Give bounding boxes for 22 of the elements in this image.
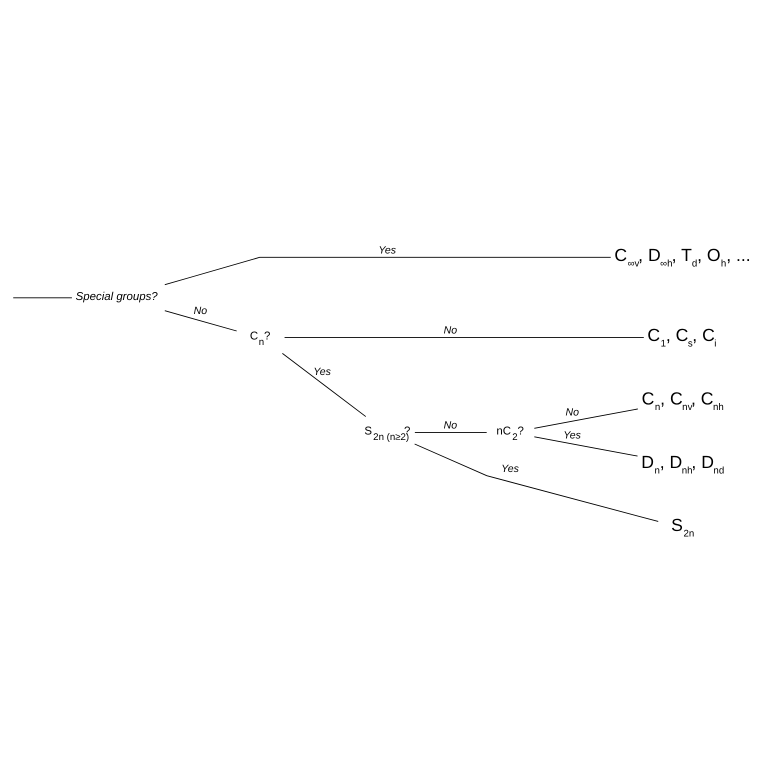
edge-label: Yes xyxy=(501,462,519,474)
connector xyxy=(282,352,366,417)
edge-label: Yes xyxy=(563,428,581,441)
node-text: C$_{n}$, C$_{nv}$, C$_{nh}$ xyxy=(642,388,724,412)
node-text: D$_{n}$, D$_{nh}$, D$_{nd}$ xyxy=(641,451,724,476)
node-text: Special groups? xyxy=(76,290,158,302)
node-text: C$_{1}$, C$_{s}$, C$_{i}$ xyxy=(647,324,716,349)
connector xyxy=(164,310,238,331)
connector xyxy=(534,436,638,456)
edge-label: No xyxy=(194,304,208,317)
connector xyxy=(534,408,638,428)
connector xyxy=(164,256,612,285)
edge-label: No xyxy=(444,324,458,336)
edge-label: No xyxy=(444,419,458,432)
connector xyxy=(284,336,644,338)
connector xyxy=(414,443,659,522)
node-text: S$_{2n}$ xyxy=(671,514,694,540)
node-text: C$_{∞v}$, D$_{∞h}$, T$_{d}$, O$_{h}$, ... xyxy=(614,244,751,269)
edge-label: Yes xyxy=(378,244,396,256)
edge-label: Yes xyxy=(313,365,331,378)
connector xyxy=(12,296,72,298)
edge-label: No xyxy=(566,406,580,418)
